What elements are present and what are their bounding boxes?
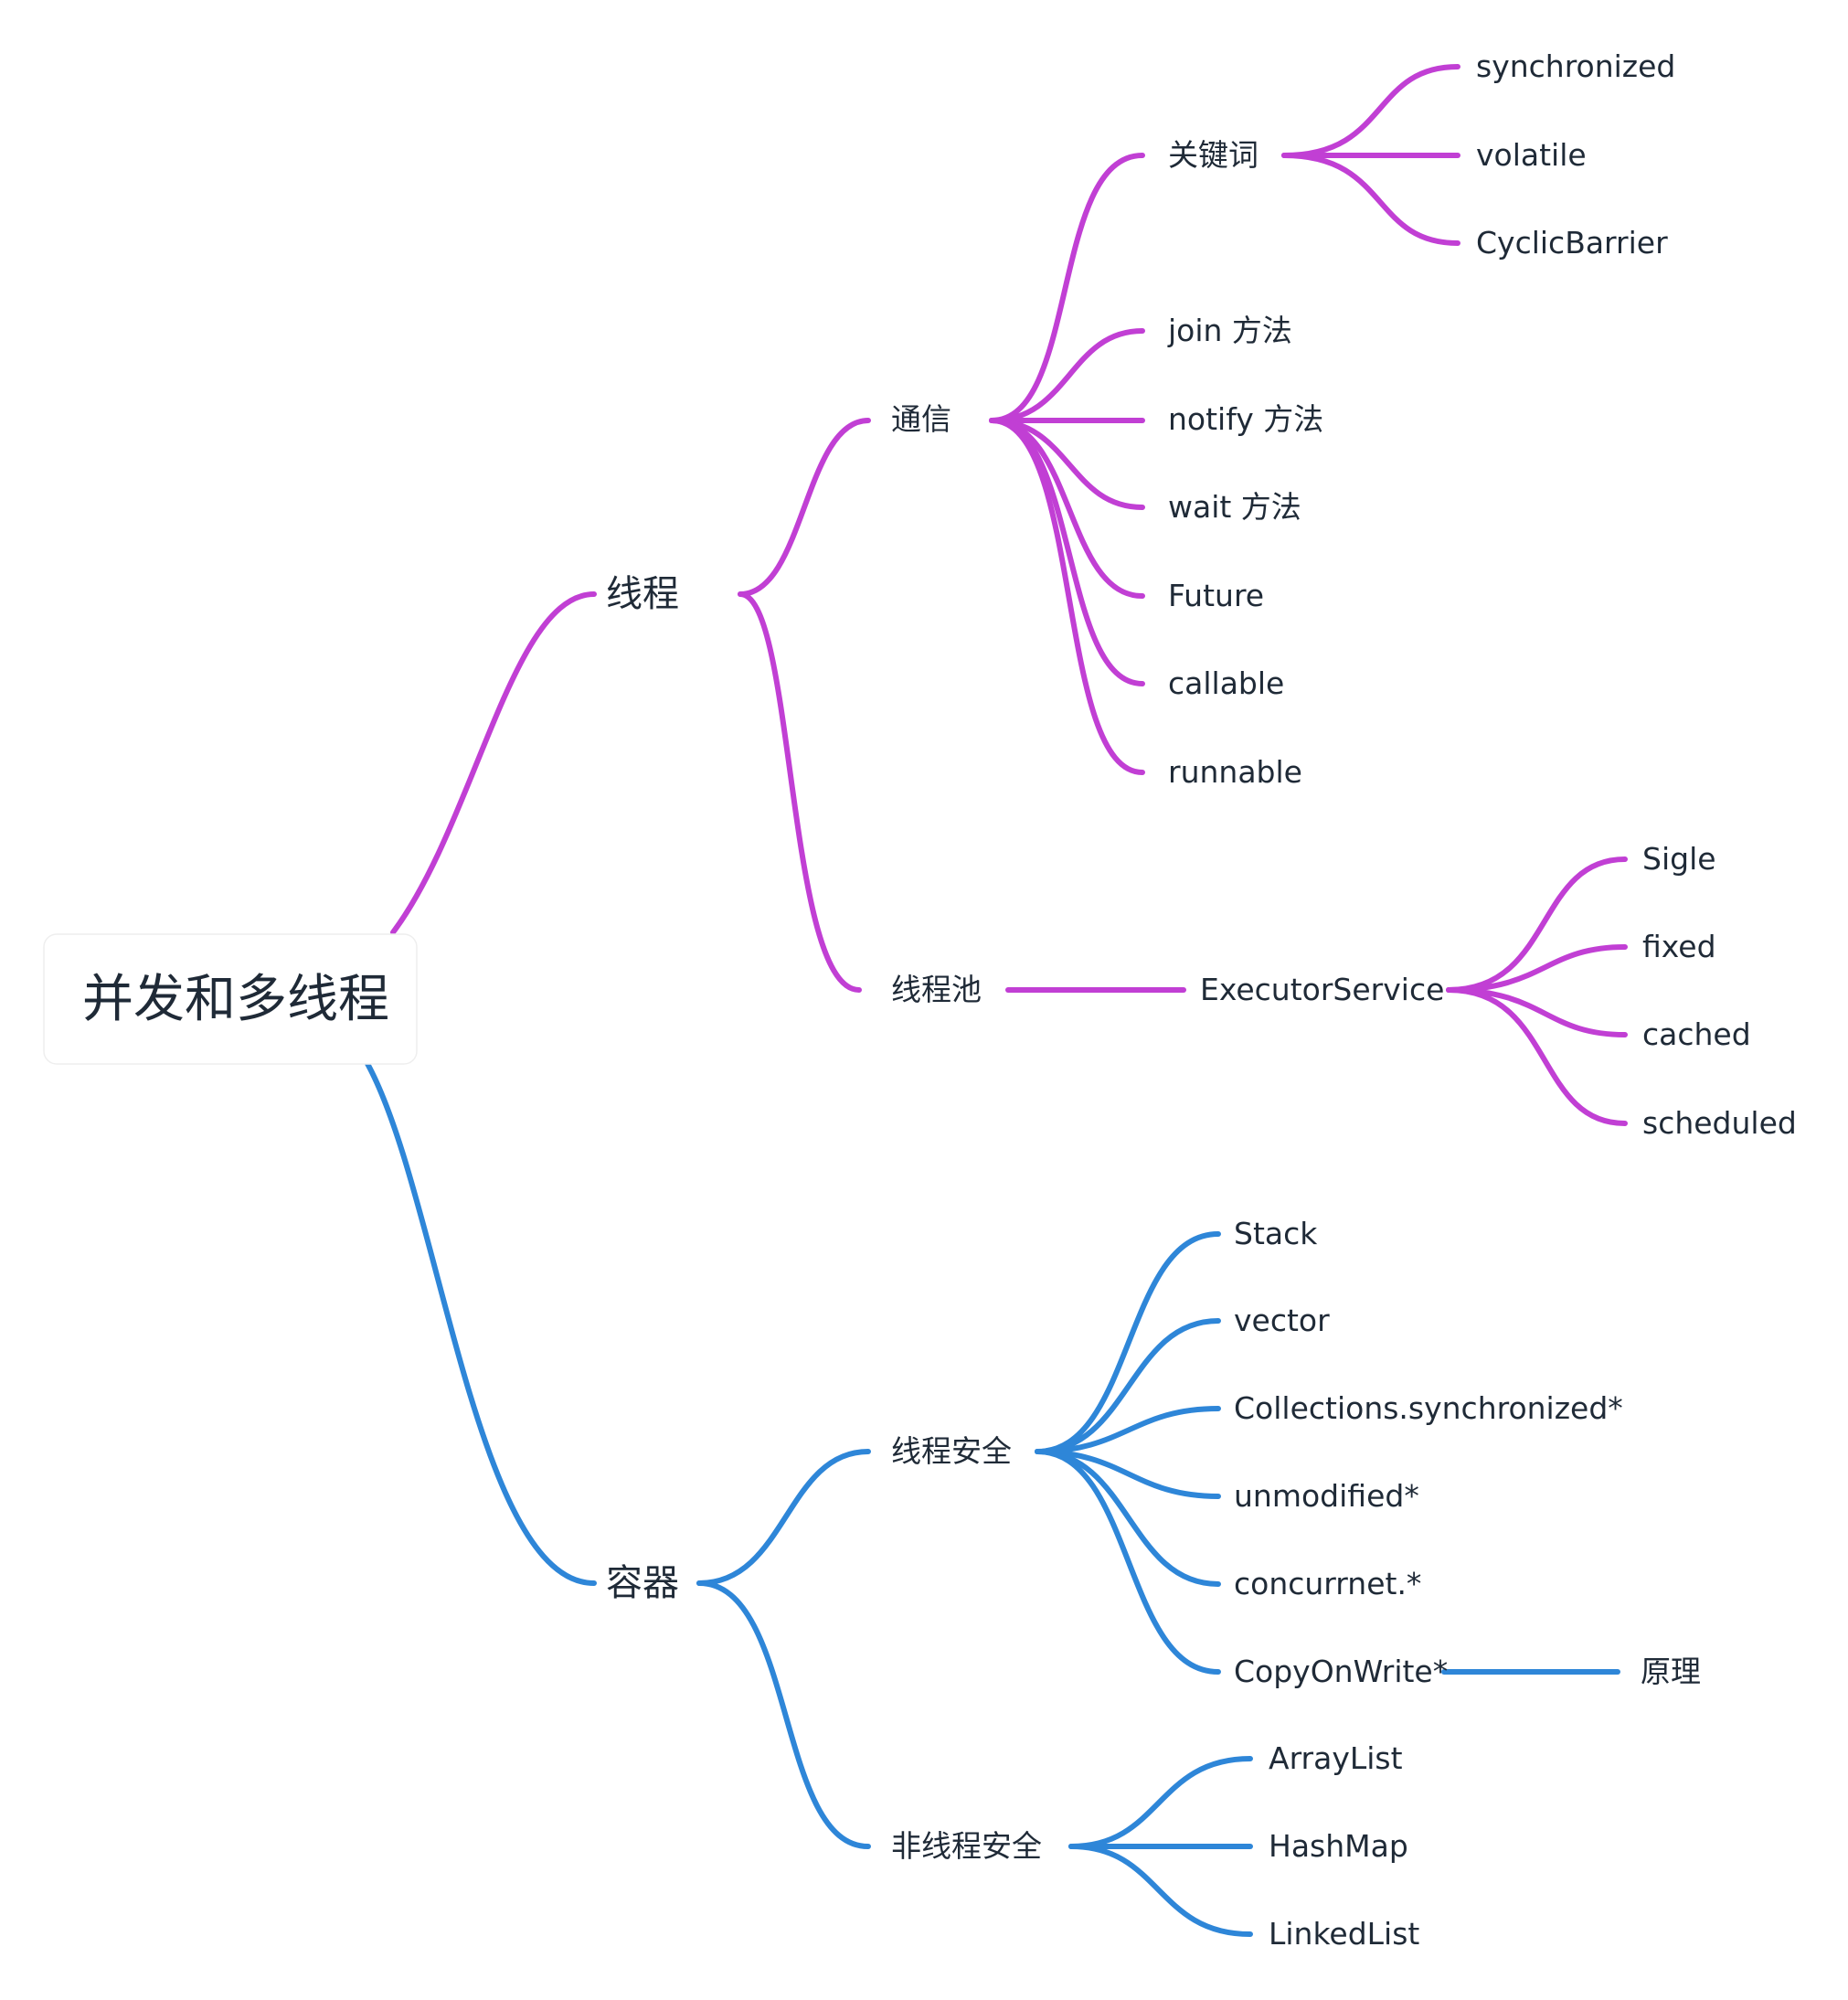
- comm-item-notify[interactable]: notify 方法: [1168, 401, 1323, 437]
- safe-item-collections[interactable]: Collections.synchronized*: [1234, 1390, 1623, 1426]
- edge-safe-stack: [1035, 1231, 1221, 1454]
- comm-item-wait[interactable]: wait 方法: [1168, 489, 1301, 525]
- containers-node[interactable]: 容器: [606, 1562, 679, 1604]
- edge-safe-vector: [1035, 1318, 1221, 1454]
- keyword-cyclicbarrier[interactable]: CyclicBarrier: [1476, 225, 1668, 261]
- edge-exec-fixed: [1446, 944, 1628, 993]
- pool-label: 线程池: [891, 972, 982, 1007]
- edge-root-threads: [390, 591, 597, 935]
- unsafe-node[interactable]: 非线程安全: [891, 1828, 1042, 1864]
- keyword-volatile[interactable]: volatile: [1476, 137, 1587, 173]
- keyword-synchronized[interactable]: synchronized: [1476, 48, 1675, 84]
- edge-unsafe-arraylist: [1068, 1756, 1253, 1849]
- edge-safe-collections: [1035, 1406, 1221, 1454]
- safe-label: 线程安全: [891, 1433, 1012, 1469]
- containers-label: 容器: [606, 1562, 679, 1604]
- safe-item-concurrnet[interactable]: concurrnet.*: [1234, 1566, 1421, 1601]
- safe-node[interactable]: 线程安全: [891, 1433, 1012, 1469]
- edge-exec-scheduled: [1446, 987, 1628, 1126]
- edge-comm-future: [989, 418, 1145, 599]
- container-branch-edges: [363, 1058, 1620, 1937]
- executor-label: ExecutorService: [1200, 972, 1444, 1007]
- edge-comm-wait: [989, 418, 1145, 510]
- thread-branch-edges: [390, 64, 1628, 1126]
- unsafe-label: 非线程安全: [891, 1828, 1042, 1864]
- executor-cached[interactable]: cached: [1642, 1016, 1751, 1052]
- edge-exec-sigle: [1446, 856, 1628, 993]
- unsafe-item-arraylist[interactable]: ArrayList: [1269, 1740, 1403, 1776]
- root-label: 并发和多线程: [82, 970, 389, 1029]
- edge-safe-copyonwrite: [1035, 1449, 1221, 1675]
- edge-comm-runnable: [989, 418, 1145, 775]
- executor-sigle[interactable]: Sigle: [1642, 841, 1716, 877]
- comm-item-join[interactable]: join 方法: [1167, 313, 1292, 348]
- edge-containers-safe: [696, 1449, 871, 1586]
- keywords-label: 关键词: [1168, 137, 1259, 173]
- comm-item-future[interactable]: Future: [1168, 578, 1264, 613]
- edge-exec-cached: [1446, 987, 1628, 1037]
- communication-label: 通信: [891, 401, 951, 437]
- safe-item-stack[interactable]: Stack: [1234, 1216, 1318, 1251]
- executor-scheduled[interactable]: scheduled: [1642, 1105, 1797, 1141]
- executor-node[interactable]: ExecutorService: [1200, 972, 1444, 1007]
- safe-item-unmodified[interactable]: unmodified*: [1234, 1478, 1419, 1514]
- threads-label: 线程: [606, 573, 679, 615]
- comm-item-callable[interactable]: callable: [1168, 665, 1284, 701]
- edge-threads-communication: [738, 418, 871, 597]
- threads-node[interactable]: 线程: [606, 573, 679, 615]
- copyonwrite-principle[interactable]: 原理: [1641, 1654, 1701, 1689]
- safe-item-vector[interactable]: vector: [1234, 1303, 1330, 1338]
- safe-item-copyonwrite[interactable]: CopyOnWrite*: [1234, 1654, 1448, 1689]
- edge-kw-cyclicbarrier: [1281, 153, 1460, 246]
- root-node[interactable]: 并发和多线程: [43, 933, 418, 1065]
- root-box: [43, 933, 418, 1065]
- comm-item-runnable[interactable]: runnable: [1168, 754, 1302, 790]
- edge-root-containers: [363, 1058, 597, 1586]
- unsafe-item-hashmap[interactable]: HashMap: [1269, 1828, 1408, 1864]
- edge-comm-keywords: [989, 153, 1145, 423]
- edge-safe-unmodified: [1035, 1449, 1221, 1499]
- edge-kw-synchronized: [1281, 64, 1460, 158]
- pool-node[interactable]: 线程池: [891, 972, 982, 1007]
- unsafe-item-linkedlist[interactable]: LinkedList: [1269, 1916, 1419, 1952]
- keywords-node[interactable]: 关键词: [1168, 137, 1259, 173]
- communication-node[interactable]: 通信: [891, 401, 951, 437]
- edge-comm-join: [989, 328, 1145, 423]
- edge-containers-unsafe: [696, 1580, 871, 1849]
- edge-threads-pool: [738, 591, 862, 993]
- edge-unsafe-linkedlist: [1068, 1844, 1253, 1937]
- executor-fixed[interactable]: fixed: [1642, 929, 1716, 964]
